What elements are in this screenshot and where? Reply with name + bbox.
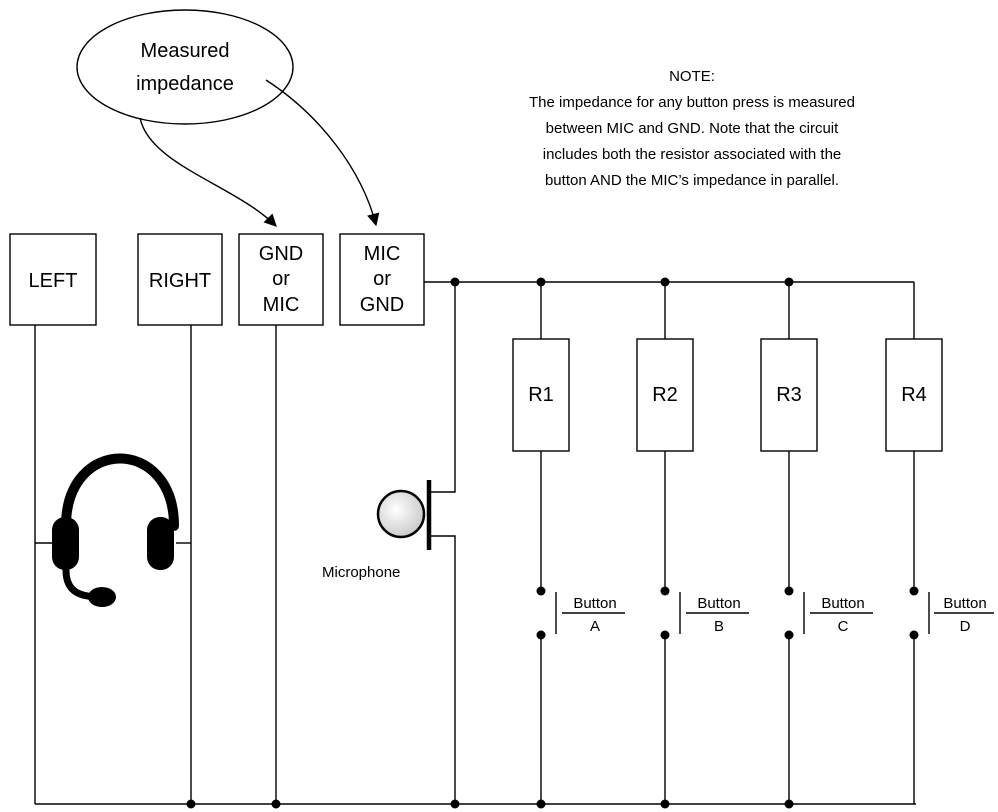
branch-3: R3 [760, 282, 818, 804]
connector-gnd-or-mic: GND or MIC [238, 233, 324, 326]
resistor-r2-label: R2 [652, 384, 678, 406]
gnd-or-mic-line-2: or [272, 268, 290, 290]
connector-left: LEFT [9, 233, 97, 326]
connector-right-label: RIGHT [149, 270, 211, 292]
branch-1: R1 [512, 282, 570, 804]
note-line-2: between MIC and GND. Note that the circu… [546, 120, 839, 137]
button-a: Button A [555, 592, 625, 635]
resistor-r1-label: R1 [528, 384, 554, 406]
note-line-4: button AND the MIC’s impedance in parall… [545, 172, 839, 189]
measured-impedance-callout: Measured impedance [76, 9, 294, 125]
note-block: NOTE: The impedance for any button press… [529, 68, 855, 189]
note-line-1: The impedance for any button press is me… [529, 94, 855, 111]
connector-left-label: LEFT [29, 270, 78, 292]
resistor-r1 [512, 338, 570, 452]
button-d-id: D [960, 618, 971, 635]
button-d-label: Button [943, 595, 986, 612]
gnd-or-mic-line-1: GND [259, 243, 303, 265]
microphone-label: Microphone [322, 564, 400, 581]
button-c: Button C [803, 592, 873, 635]
gnd-or-mic-line-3: MIC [263, 294, 300, 316]
mic-or-gnd-line-2: or [373, 268, 391, 290]
connector-right: RIGHT [137, 233, 223, 326]
resistor-r3-label: R3 [776, 384, 802, 406]
button-c-id: C [838, 618, 849, 635]
button-a-label: Button [573, 595, 616, 612]
note-line-3: includes both the resistor associated wi… [543, 146, 842, 163]
button-b-id: B [714, 618, 724, 635]
connector-mic-or-gnd: MIC or GND [339, 233, 425, 326]
callout-line-1: Measured [141, 40, 230, 62]
button-d: Button D [928, 592, 994, 635]
branch-4: R4 [885, 282, 943, 804]
button-b: Button B [679, 592, 749, 635]
resistor-r3 [760, 338, 818, 452]
junction-dots [186, 277, 919, 809]
arrow-to-gnd-or-mic [139, 117, 277, 227]
resistor-r4-label: R4 [901, 384, 927, 406]
microphone-icon [376, 480, 432, 550]
arrow-to-mic-or-gnd [265, 79, 380, 227]
callout-line-2: impedance [136, 73, 234, 95]
mic-or-gnd-line-1: MIC [364, 243, 401, 265]
button-c-label: Button [821, 595, 864, 612]
button-b-label: Button [697, 595, 740, 612]
button-a-id: A [590, 618, 600, 635]
headset-icon [52, 453, 179, 607]
note-heading: NOTE: [669, 68, 715, 85]
mic-or-gnd-line-3: GND [360, 294, 404, 316]
resistor-r4 [885, 338, 943, 452]
branch-2: R2 [636, 282, 694, 804]
